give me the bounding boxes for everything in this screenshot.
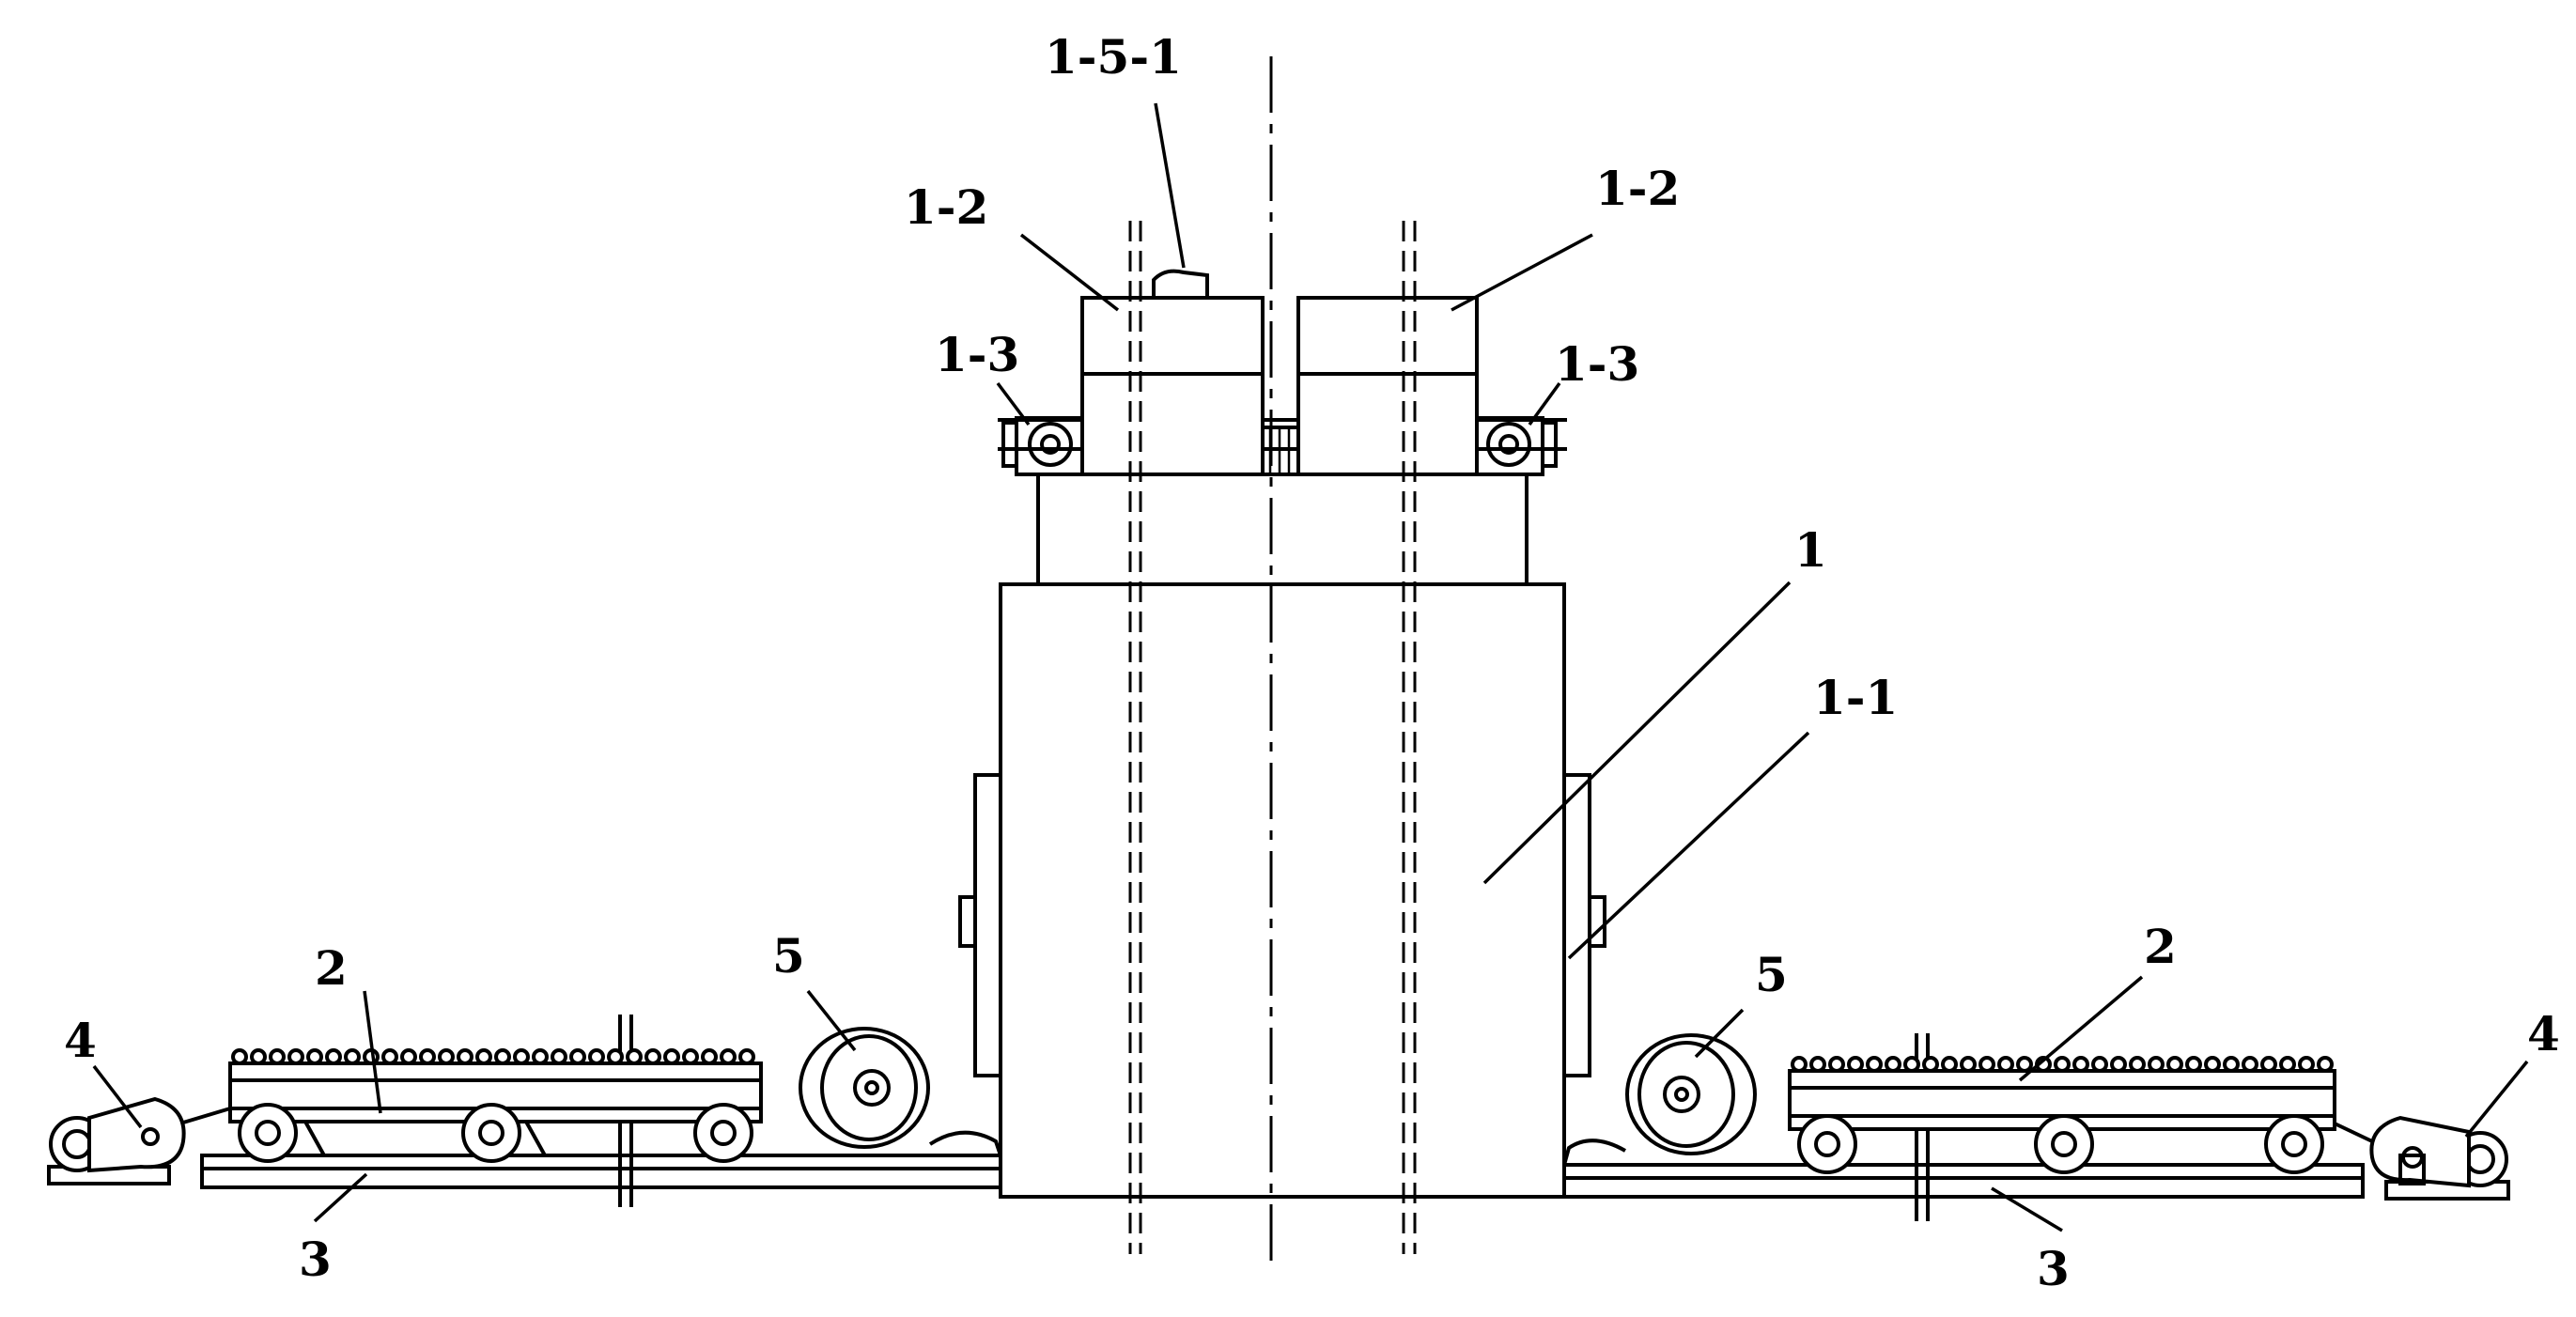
label-lid-wheel-left: 1-3 xyxy=(935,327,1019,382)
label-cart-left: 2 xyxy=(315,940,348,996)
cart-load-bump xyxy=(1979,1056,1995,1073)
cart-load-bump xyxy=(1828,1056,1845,1073)
cart-left xyxy=(228,1048,763,1163)
cart-load-bump xyxy=(2260,1056,2277,1073)
cart-load-bump xyxy=(2279,1056,2296,1073)
cart-load-bump xyxy=(682,1048,699,1065)
cart-load-bump xyxy=(532,1048,549,1065)
cart-load-bump xyxy=(1885,1056,1901,1073)
winch-right xyxy=(2334,1115,2510,1201)
cart-load-bump xyxy=(419,1048,436,1065)
cart-load-bump xyxy=(287,1048,304,1065)
cart-load-bump xyxy=(2091,1056,2108,1073)
cart-load-bump xyxy=(381,1048,398,1065)
label-lid-wheel-right: 1-3 xyxy=(1555,336,1639,392)
label-cart-right: 2 xyxy=(2144,919,2177,974)
label-winch-left: 4 xyxy=(64,1013,97,1068)
label-lid-left: 1-2 xyxy=(904,179,988,235)
cart-load-bump xyxy=(2223,1056,2240,1073)
cart-load-bump xyxy=(2016,1056,2033,1073)
cart-load-bump xyxy=(269,1048,286,1065)
label-lid-right: 1-2 xyxy=(1595,161,1680,216)
label-rail-right: 3 xyxy=(2037,1241,2070,1296)
cart-load-bump xyxy=(325,1048,342,1065)
cart-load-bump xyxy=(457,1048,473,1065)
cart-load-bump xyxy=(588,1048,605,1065)
cart-load-bump xyxy=(1791,1056,1808,1073)
cart-load-bump xyxy=(2129,1056,2146,1073)
cart-load-bump xyxy=(2242,1056,2258,1073)
cart-load-bump xyxy=(344,1048,361,1065)
center-lines xyxy=(1128,56,1417,1263)
winch-left xyxy=(47,1096,231,1185)
cart-load-bump xyxy=(513,1048,530,1065)
cart-load-bump xyxy=(2317,1056,2334,1073)
cart-load-bump xyxy=(2166,1056,2183,1073)
cart-load-bump xyxy=(2110,1056,2127,1073)
cart-load-bump xyxy=(250,1048,267,1065)
cart-load-bump xyxy=(663,1048,680,1065)
cart-load-bump xyxy=(2204,1056,2221,1073)
furnace-body xyxy=(958,473,1606,1199)
cart-load-bump xyxy=(701,1048,718,1065)
leader-lines xyxy=(92,102,2529,1232)
pulley-left xyxy=(799,1027,1002,1156)
callout-labels: 1-5-1 1-2 1-2 1-3 1-3 1 1-1 2 2 5 5 4 4 … xyxy=(64,29,2560,1296)
cart-load-bump xyxy=(1847,1056,1864,1073)
cart-load-bump xyxy=(569,1048,586,1065)
cart-load-bump xyxy=(626,1048,643,1065)
cart-load-bump xyxy=(1903,1056,1920,1073)
cart-load-bump xyxy=(494,1048,511,1065)
cart-load-bump xyxy=(2054,1056,2071,1073)
cart-load-bump xyxy=(2298,1056,2315,1073)
label-winch-right: 4 xyxy=(2527,1006,2560,1061)
cart-load-bump xyxy=(644,1048,661,1065)
label-furnace: 1 xyxy=(1794,522,1827,578)
cart-load-bump xyxy=(475,1048,492,1065)
label-furnace-door: 1-1 xyxy=(1813,670,1898,725)
cart-load-bump xyxy=(1997,1056,2014,1073)
lid-assembly xyxy=(998,269,1567,476)
cart-load-bump xyxy=(1941,1056,1958,1073)
cart-load-bump xyxy=(438,1048,455,1065)
cart-right xyxy=(1788,1056,2336,1174)
cart-load-bump xyxy=(1809,1056,1826,1073)
cart-load-bump xyxy=(1922,1056,1939,1073)
cart-load-bump xyxy=(306,1048,323,1065)
label-lid-lifter: 1-5-1 xyxy=(1045,29,1182,85)
cart-load-bump xyxy=(607,1048,624,1065)
cart-load-bump xyxy=(720,1048,737,1065)
label-rail-left: 3 xyxy=(299,1232,332,1287)
cart-load-bump xyxy=(231,1048,248,1065)
cart-load-bump xyxy=(1960,1056,1977,1073)
cart-load-bump xyxy=(1866,1056,1883,1073)
rail-track-left xyxy=(200,1015,1002,1207)
pulley-right xyxy=(1562,1033,1757,1166)
cart-load-bump xyxy=(551,1048,567,1065)
cart-load-bump xyxy=(738,1048,755,1065)
cart-load-bump xyxy=(2185,1056,2202,1073)
cart-load-bump xyxy=(400,1048,417,1065)
cart-load-bump xyxy=(2148,1056,2165,1073)
label-pulley-right: 5 xyxy=(1755,947,1788,1002)
label-pulley-left: 5 xyxy=(772,928,805,984)
cart-load-bump xyxy=(2072,1056,2089,1073)
